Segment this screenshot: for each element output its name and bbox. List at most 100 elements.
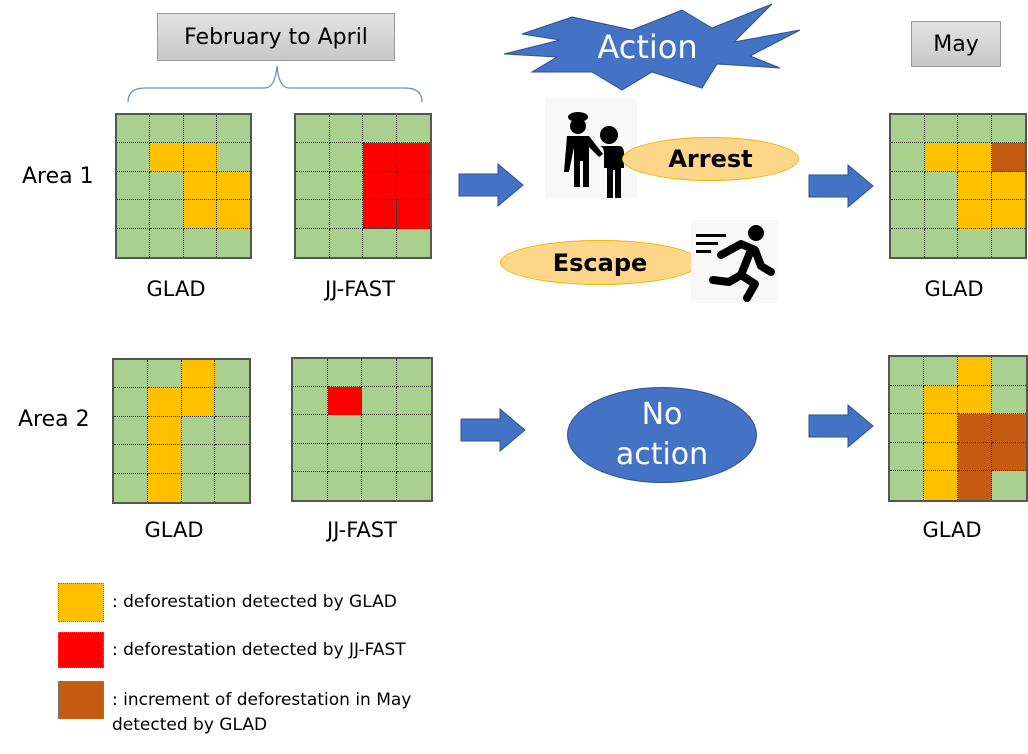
escape-label: Escape [500,240,700,285]
may-increment-cell [992,414,1026,443]
may-increment-cell [958,471,992,500]
forest-cell [396,443,431,472]
forest-cell [890,471,924,500]
forest-cell [293,415,328,444]
forest-cell [362,387,397,416]
forest-cell [992,357,1026,386]
forest-cell [215,360,249,389]
forest-cell [293,387,328,416]
forest-cell [183,115,217,144]
forest-cell [890,414,924,443]
glad-deforestation-cell [216,200,250,229]
glad-deforestation-cell [924,471,958,500]
jjfast-deforestation-cell [327,387,362,416]
forest-cell [890,357,924,386]
glad-deforestation-cell [991,171,1025,201]
area1-jjfast-label: JJ-FAST [325,277,395,301]
forest-cell [215,388,249,417]
arrow-icon [808,404,874,448]
forest-cell [396,359,431,388]
period-header: February to April [157,13,395,61]
forest-cell [329,228,363,257]
forest-cell [891,228,925,257]
bracket [127,65,423,103]
glad-deforestation-cell [183,200,217,229]
forest-cell [147,360,182,389]
area-2-label: Area 2 [18,407,90,432]
arrest-label: Arrest [622,137,799,181]
forest-cell [924,200,958,229]
forest-cell [362,415,397,444]
forest-cell [991,115,1025,144]
area2-glad-label: GLAD [144,518,204,542]
forest-cell [117,171,151,201]
forest-cell [181,445,216,474]
area2-jjfast-label: JJ-FAST [327,518,397,542]
forest-cell [117,143,151,172]
glad-deforestation-cell [147,445,182,474]
forest-cell [329,171,363,201]
forest-cell [891,171,925,201]
glad-deforestation-cell [147,473,182,502]
forest-cell [891,143,925,172]
may-increment-cell [958,442,992,472]
area2-glad-grid [112,358,251,504]
jjfast-deforestation-cell [396,200,430,229]
arrow-icon [808,164,874,208]
forest-cell [958,228,992,257]
glad-deforestation-cell [958,171,992,201]
forest-cell [958,115,992,144]
forest-cell [114,416,148,446]
forest-cell [216,115,250,144]
forest-cell [890,385,924,415]
forest-cell [150,171,184,201]
forest-cell [327,415,362,444]
forest-cell [150,200,184,229]
forest-cell [891,200,925,229]
glad-deforestation-cell [924,385,958,415]
running-person-icon [691,220,778,303]
glad-deforestation-cell [150,143,184,172]
forest-cell [396,415,431,444]
jjfast-deforestation-cell [363,143,397,172]
forest-cell [117,200,151,229]
glad-deforestation-cell [183,143,217,172]
forest-cell [150,115,184,144]
legend-text-jjfast: : deforestation detected by JJ-FAST [112,640,406,660]
glad-deforestation-cell [958,357,992,386]
forest-cell [396,115,430,144]
arrow-icon [458,163,524,207]
forest-cell [114,388,148,417]
legend-text-glad: : deforestation detected by GLAD [112,592,397,612]
forest-cell [216,228,250,257]
action-starburst [503,3,801,91]
no-action-ellipse: No action [567,387,757,483]
jjfast-deforestation-cell [396,171,430,201]
forest-cell [296,228,330,257]
forest-cell [215,473,249,502]
forest-cell [924,228,958,257]
may-increment-cell [958,414,992,443]
no-action-label: No action [615,397,709,472]
glad-deforestation-cell [183,171,217,201]
forest-cell [991,228,1025,257]
legend-text-increment: : increment of deforestation in May [112,690,412,710]
legend-text-increment-2: detected by GLAD [112,715,268,735]
jjfast-deforestation-cell [396,143,430,172]
may-increment-cell [991,143,1025,172]
forest-cell [924,115,958,144]
forest-cell [363,115,397,144]
may-increment-cell [992,442,1026,472]
glad-deforestation-cell [147,416,182,446]
glad-deforestation-cell [924,442,958,472]
forest-cell [329,200,363,229]
forest-cell [296,143,330,172]
forest-cell [992,385,1026,415]
forest-cell [117,115,151,144]
area1-may-grid [889,113,1027,259]
glad-deforestation-cell [924,143,958,172]
forest-cell [296,200,330,229]
glad-deforestation-cell [958,385,992,415]
forest-cell [891,115,925,144]
